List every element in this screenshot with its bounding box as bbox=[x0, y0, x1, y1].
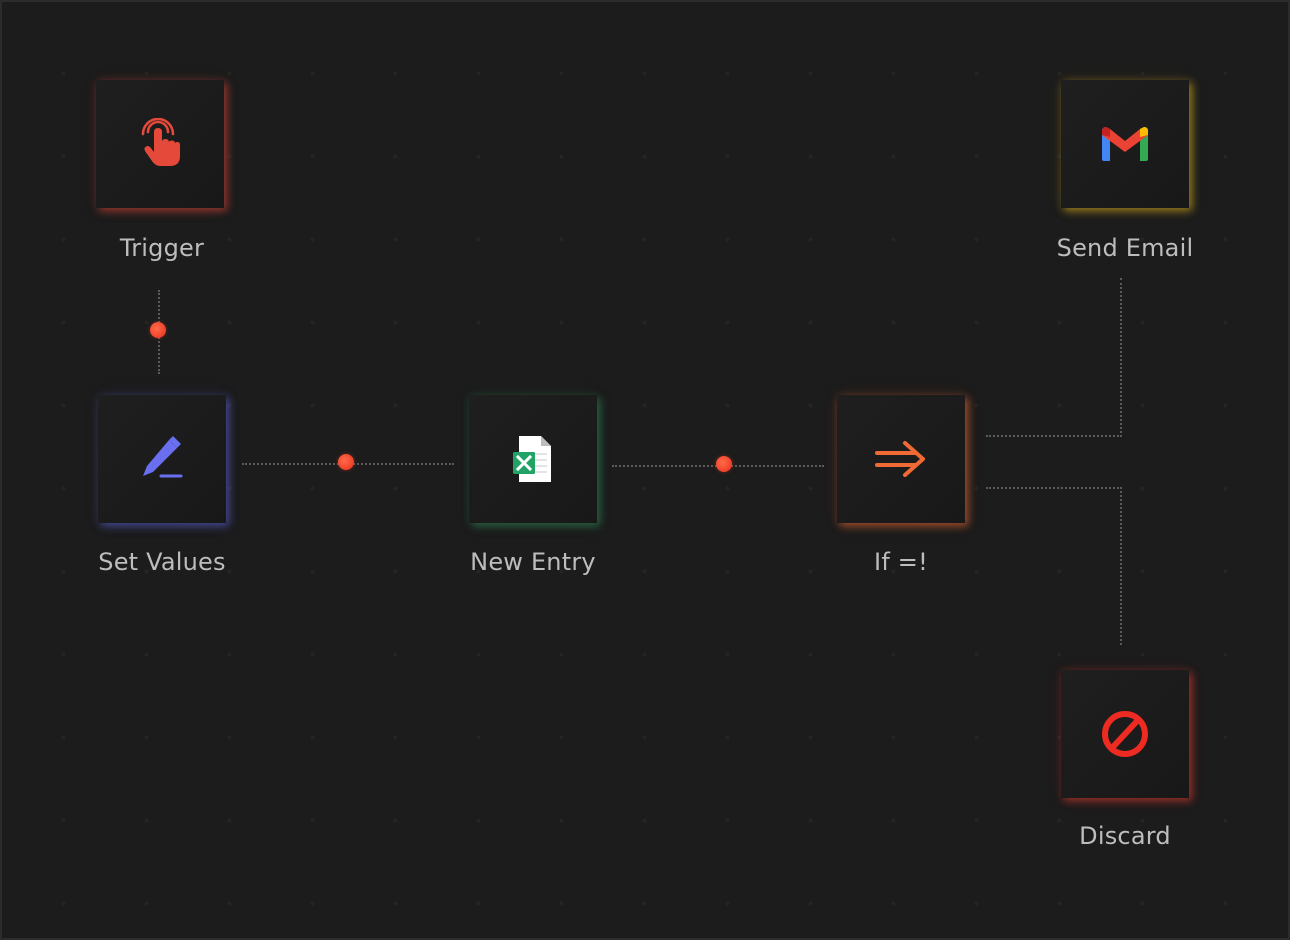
node-label-discard: Discard bbox=[1079, 822, 1171, 850]
node-discard[interactable] bbox=[1061, 670, 1189, 798]
node-label-trigger: Trigger bbox=[119, 234, 205, 262]
pencil-icon bbox=[139, 436, 185, 482]
node-label-send-email: Send Email bbox=[1056, 234, 1194, 262]
connector-if-discard-h bbox=[986, 487, 1122, 489]
node-label-set-values: Set Values bbox=[98, 548, 226, 576]
tap-hand-icon bbox=[138, 118, 182, 170]
node-label-new-entry: New Entry bbox=[470, 548, 596, 576]
double-arrow-right-icon bbox=[875, 439, 927, 479]
connector-if-sendemail-v bbox=[1120, 278, 1122, 437]
excel-file-icon bbox=[511, 434, 555, 484]
node-new-entry[interactable] bbox=[469, 395, 597, 523]
node-label-if-not-equal: If =! bbox=[874, 548, 928, 576]
connector-dot-trigger-setvalues[interactable] bbox=[150, 322, 166, 338]
prohibited-icon bbox=[1100, 709, 1150, 759]
node-set-values[interactable] bbox=[98, 395, 226, 523]
gmail-icon bbox=[1100, 125, 1150, 163]
connector-if-discard-v bbox=[1120, 487, 1122, 645]
connector-dot-setvalues-newentry[interactable] bbox=[338, 454, 354, 470]
connector-if-sendemail-h bbox=[986, 435, 1122, 437]
node-trigger[interactable] bbox=[96, 80, 224, 208]
connector-dot-newentry-if[interactable] bbox=[716, 456, 732, 472]
node-if-not-equal[interactable] bbox=[837, 395, 965, 523]
node-send-email[interactable] bbox=[1061, 80, 1189, 208]
